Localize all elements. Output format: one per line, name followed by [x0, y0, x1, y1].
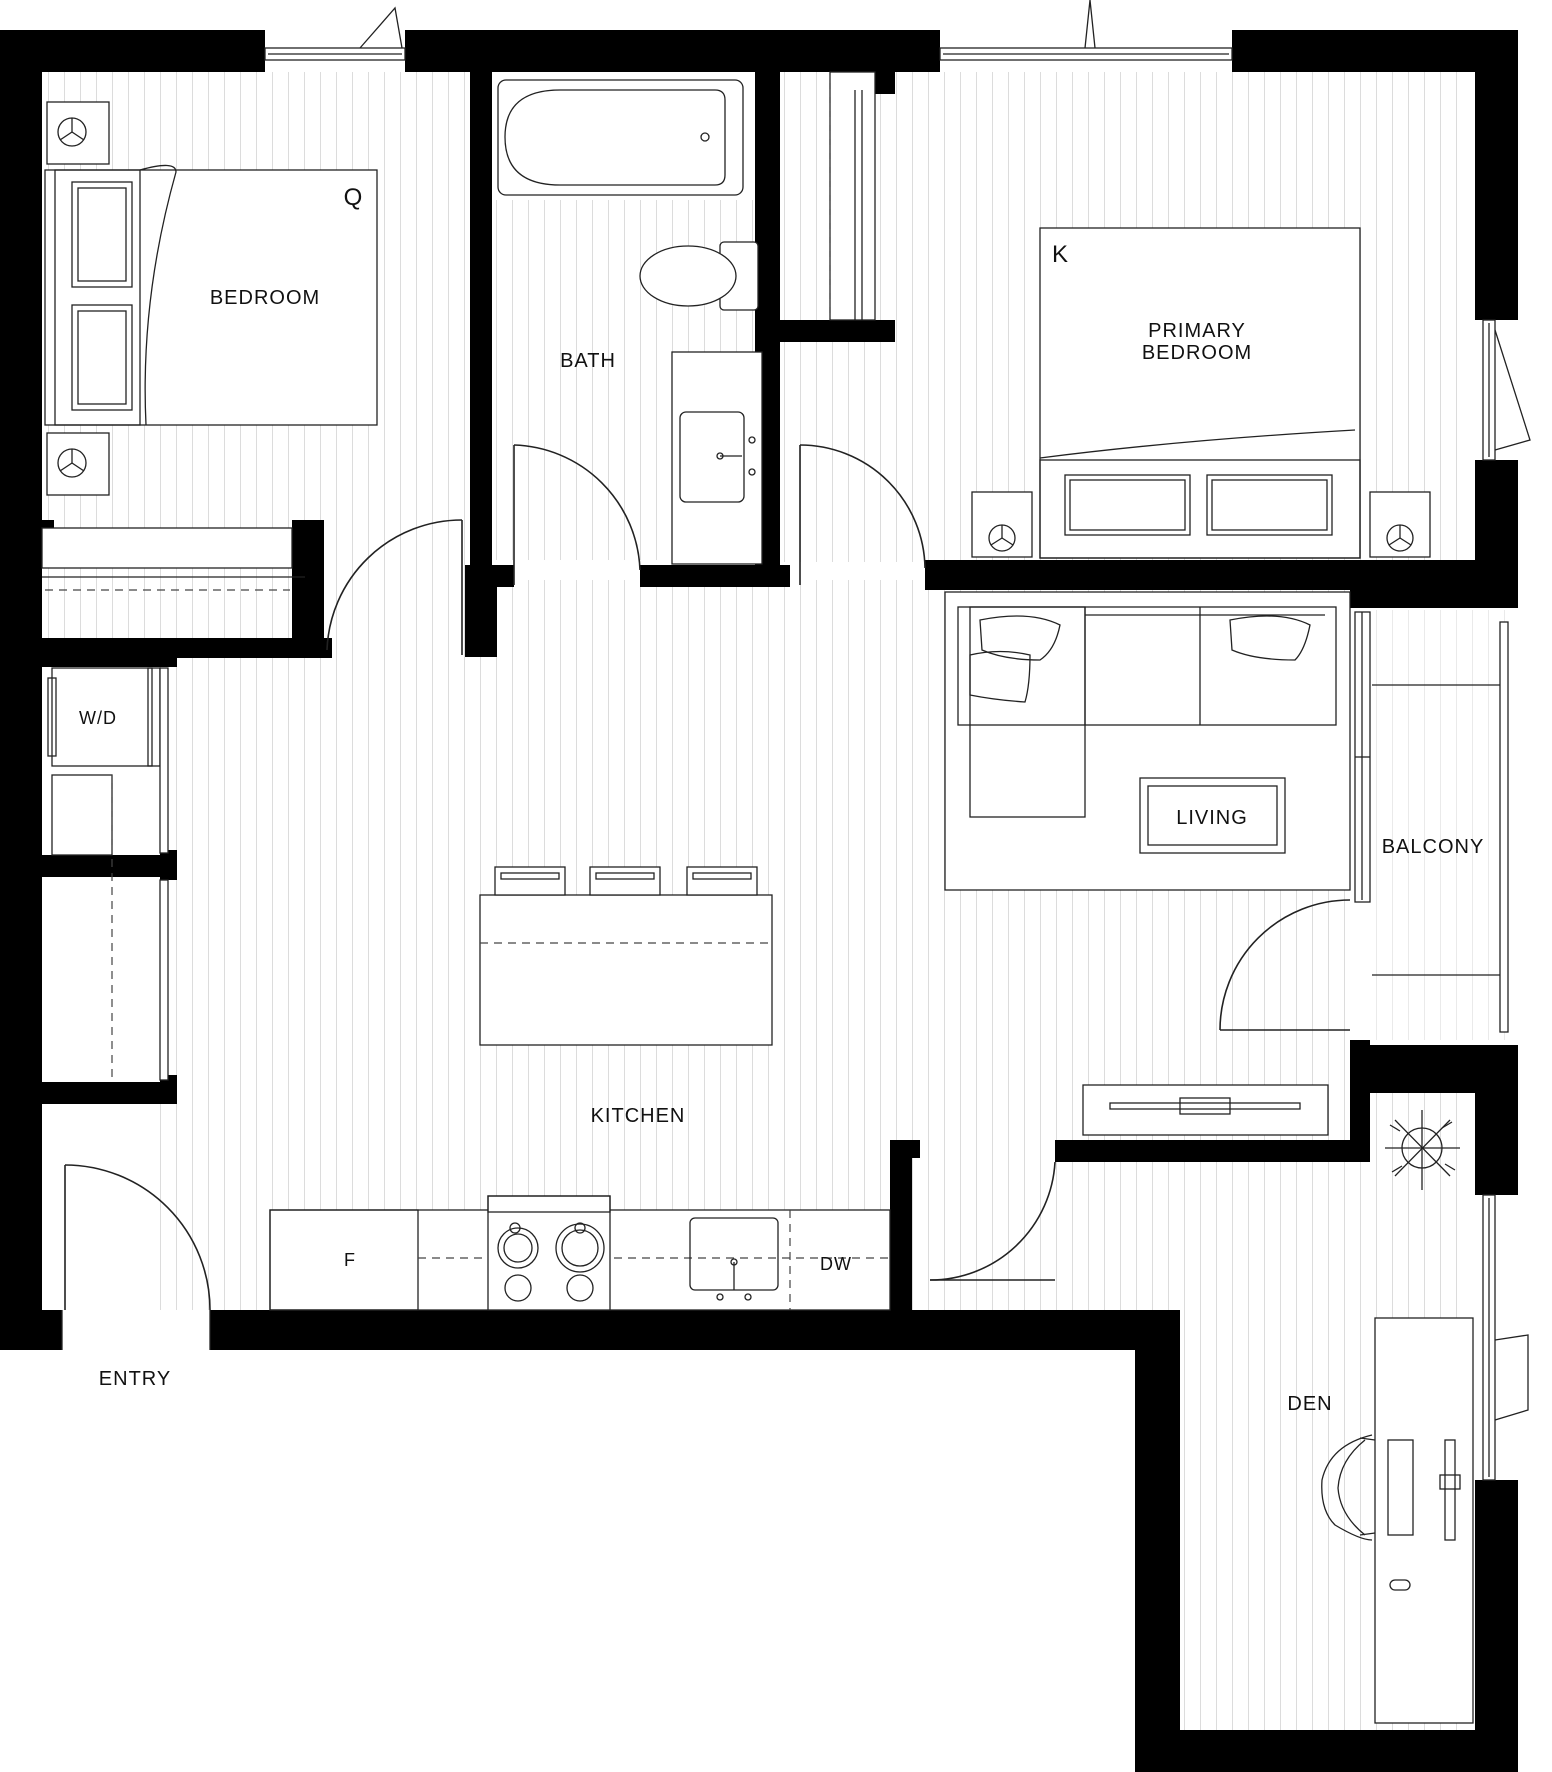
room-label-den: DEN: [1287, 1393, 1332, 1415]
bedroom-furniture: [41, 101, 378, 591]
living-furniture: [944, 591, 1371, 1136]
bed-size-bedroom: Q: [344, 184, 363, 211]
room-label-primary-2: BEDROOM: [1142, 342, 1252, 364]
kitchen-island: [479, 866, 773, 1046]
room-label-kitchen: KITCHEN: [591, 1105, 686, 1127]
primary-bedroom-furniture: [971, 227, 1431, 559]
bed-size-primary: K: [1052, 241, 1068, 268]
room-label-primary-1: PRIMARY: [1148, 320, 1246, 342]
room-label-living: LIVING: [1176, 807, 1248, 829]
kitchen-counter: [269, 1195, 891, 1311]
room-label-entry: ENTRY: [99, 1368, 171, 1390]
room-label-wd: W/D: [79, 708, 117, 728]
plant-icon: [1385, 1110, 1460, 1190]
appliance-label-fridge: F: [344, 1250, 356, 1270]
balcony: [1372, 621, 1509, 1033]
walls: [0, 30, 1518, 1772]
room-label-bath: BATH: [560, 350, 616, 372]
bath-fixtures: [497, 79, 763, 565]
doors: [61, 444, 1351, 1350]
primary-closet: [829, 71, 876, 321]
den-furniture: [1321, 1317, 1474, 1724]
room-label-bedroom: BEDROOM: [210, 287, 320, 309]
windows: [264, 0, 1531, 1481]
laundry-closets: [47, 667, 169, 1081]
room-label-balcony: BALCONY: [1382, 836, 1485, 858]
appliance-label-dishwasher: DW: [820, 1254, 852, 1274]
